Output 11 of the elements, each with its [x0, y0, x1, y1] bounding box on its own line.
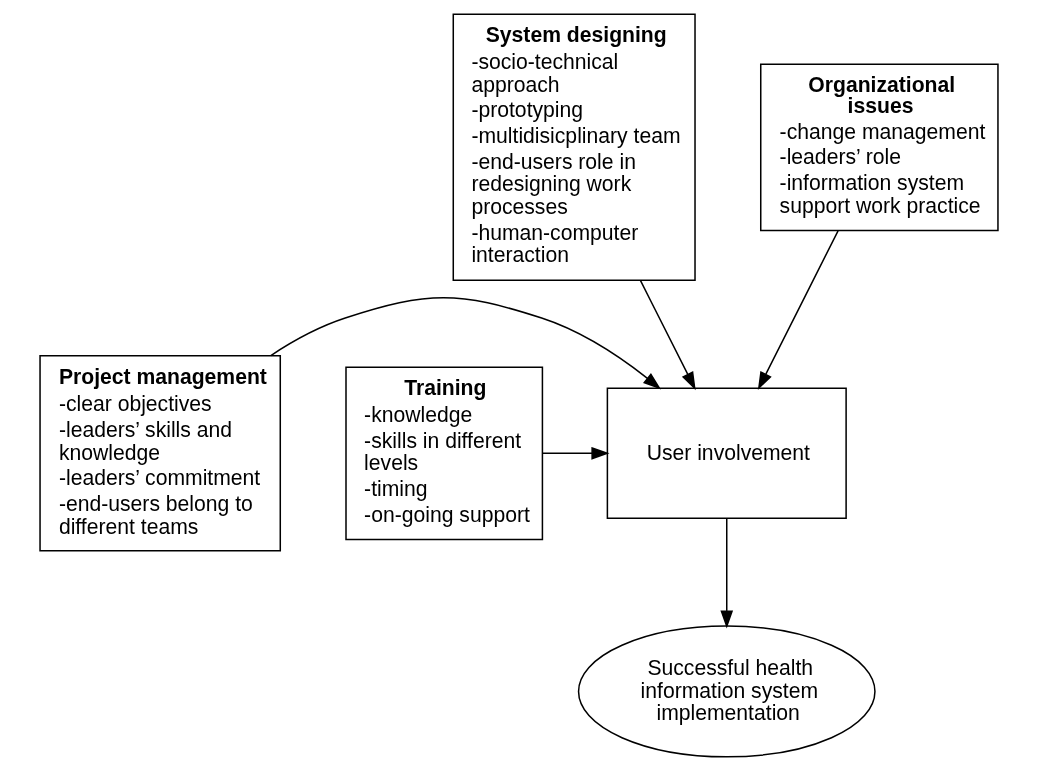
arrow [757, 230, 839, 391]
node-box: System designing -socio-technical approach -prototyping -multidisicplinary team -end-users role in redesigning work processes -human-computer interaction [452, 13, 696, 282]
node-box: Training -knowledge -skills in different levels -timing -on-going support [345, 366, 544, 541]
arrow [270, 297, 662, 390]
node-box: Project management -clear objectives -leaders’ skills and knowledge -leaders’ commitment -end-users belong to different teams [39, 355, 282, 552]
node-box: User involvement [606, 387, 847, 519]
arrow [541, 446, 610, 460]
arrow [639, 279, 696, 391]
node-box: Organizational issues -change management -leaders’ role -information system support work practice [760, 63, 999, 232]
arrow [720, 517, 734, 629]
node-ellipse: Successful health information system implementation [577, 625, 876, 758]
